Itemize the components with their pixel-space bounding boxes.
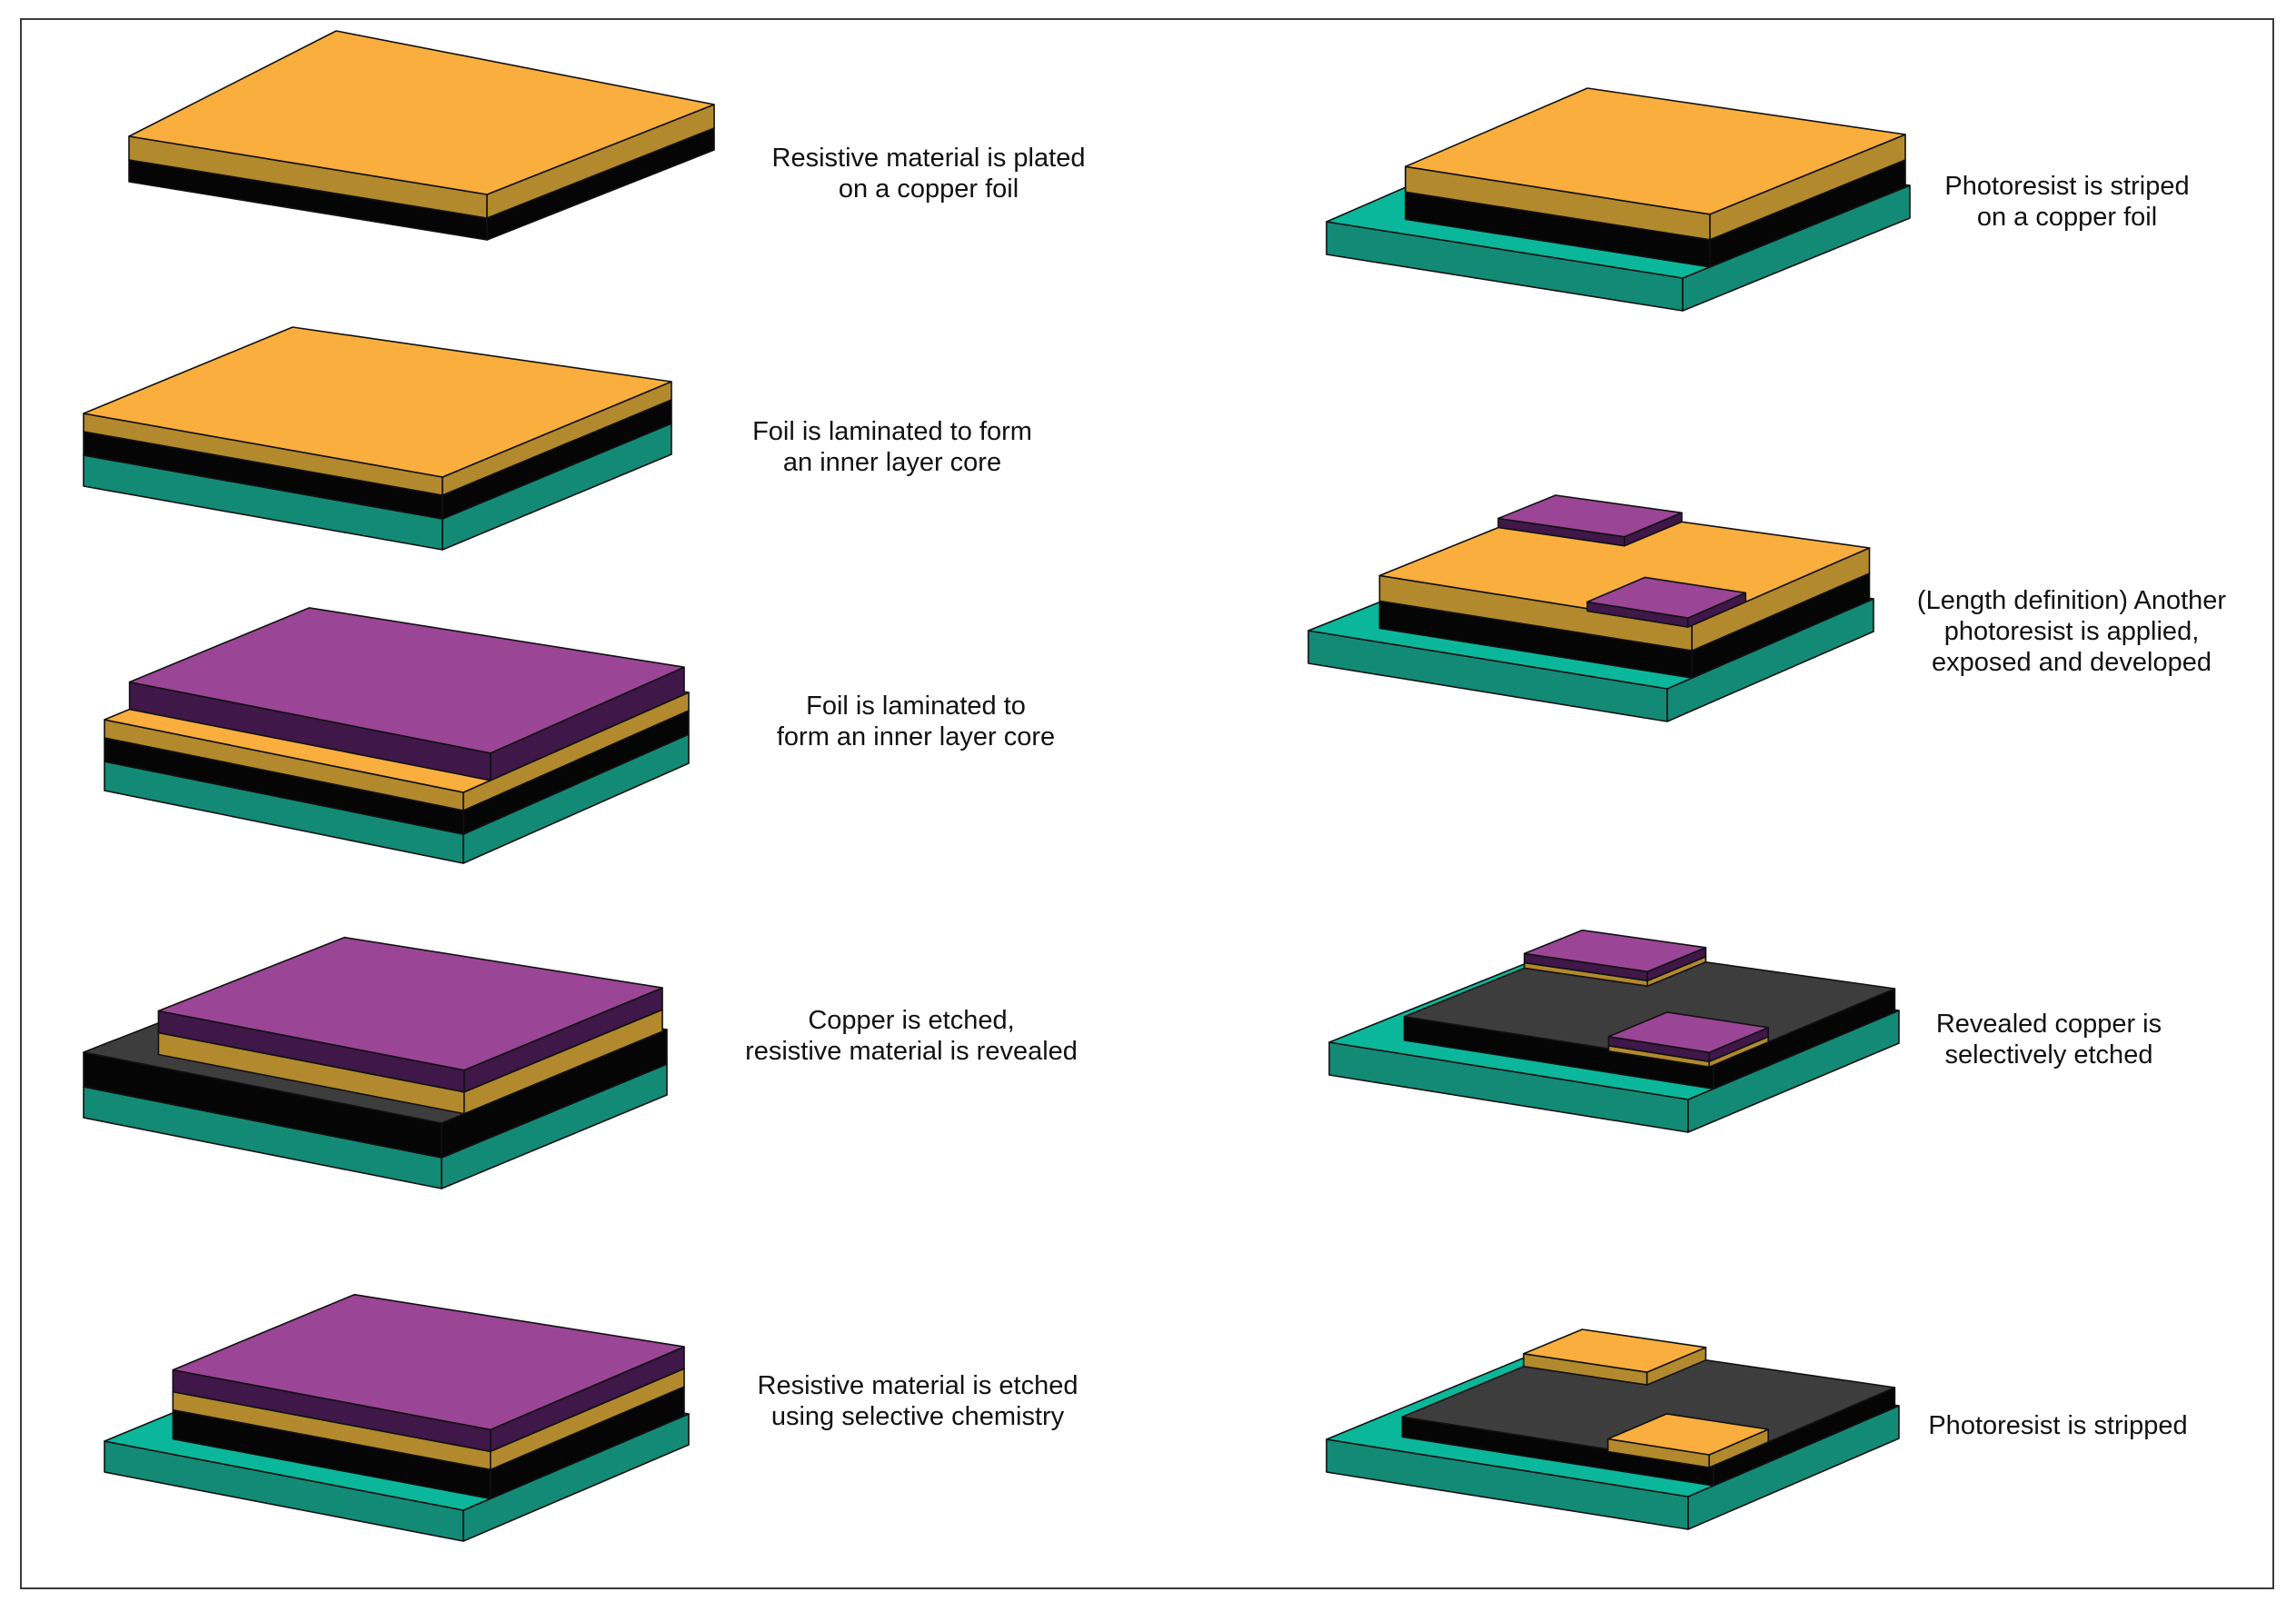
step-2-illustration-cu-2-top-face xyxy=(83,326,672,478)
step-8-illustration-pr-5-top-face xyxy=(1607,1011,1769,1053)
step-9-illustration-cu-3-top-face xyxy=(1606,1413,1769,1456)
step-8-illustration-pr-3-top-face xyxy=(1523,929,1707,972)
step-9-caption: Photoresist is stripped xyxy=(1928,1411,2188,1440)
step-3-illustration xyxy=(104,607,690,864)
diagram-frame xyxy=(20,18,2274,1589)
step-6-illustration-cu-2-top-face xyxy=(1405,87,1906,215)
step-7-illustration xyxy=(1307,494,1874,722)
step-4-caption: Copper is etched,resistive material is r… xyxy=(745,1006,1078,1066)
step-1-illustration-cu-1-top-face xyxy=(128,30,715,195)
step-4-illustration-pr-3-top-face xyxy=(157,936,663,1071)
step-9-illustration xyxy=(1326,1328,1900,1530)
step-3-illustration-pr-3-top-face xyxy=(128,607,685,754)
step-6-illustration xyxy=(1326,87,1911,312)
step-9-illustration-cu-2-top-face xyxy=(1523,1328,1707,1373)
step-5-illustration xyxy=(104,1293,690,1542)
step-2-illustration xyxy=(83,326,672,551)
step-illustrations xyxy=(83,30,1911,1542)
step-8-illustration xyxy=(1328,929,1900,1133)
step-5-illustration-pr-3-top-face xyxy=(172,1293,685,1431)
step-4-illustration xyxy=(83,936,668,1189)
step-7-illustration-pr-3-top-face xyxy=(1497,494,1683,538)
step-1-illustration xyxy=(128,30,715,241)
step-7-illustration-pr-4-top-face xyxy=(1586,576,1747,619)
